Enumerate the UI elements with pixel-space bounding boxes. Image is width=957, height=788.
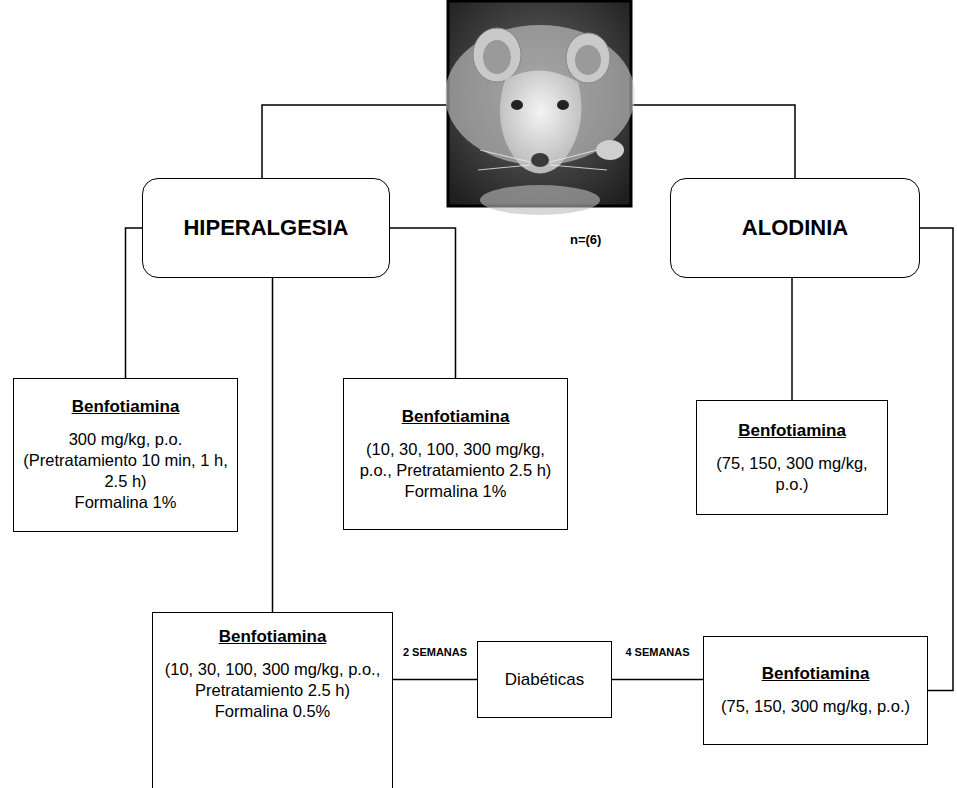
connector: [126, 228, 143, 378]
drug-heading: Benfotiamina: [738, 421, 846, 441]
connector: [920, 228, 953, 691]
category-box: ALODINIA: [670, 178, 920, 278]
treatment-box: Benfotiamina (75, 150, 300 mg/kg, p.o.): [696, 400, 888, 515]
rat-photo: [445, 1, 635, 215]
dose-text: (75, 150, 300 mg/kg, p.o.): [721, 696, 910, 717]
treatment-box: Benfotiamina (10, 30, 100, 300 mg/kg, p.o…: [343, 378, 568, 530]
dose-text: Formalina 0.5%: [215, 701, 331, 722]
connector: [791, 278, 793, 400]
group-label: Diabéticas: [505, 670, 584, 690]
dose-text: Formalina 1%: [75, 492, 177, 513]
sample-size: n=(6): [570, 232, 601, 247]
dose-text: (10, 30, 100, 300 mg/kg, p.o., Pretratam…: [353, 439, 558, 481]
drug-heading: Benfotiamina: [762, 664, 870, 684]
category-box: HIPERALGESIA: [142, 178, 390, 278]
interval-label: 4 SEMANAS: [623, 646, 691, 658]
category-title: ALODINIA: [742, 215, 848, 241]
connector: [272, 278, 274, 612]
category-title: HIPERALGESIA: [183, 215, 348, 241]
connector: [393, 679, 477, 681]
dose-text: (75, 150, 300 mg/kg, p.o.): [706, 453, 878, 495]
treatment-box: Benfotiamina (75, 150, 300 mg/kg, p.o.): [703, 636, 928, 745]
drug-heading: Benfotiamina: [402, 407, 510, 427]
dose-text: 300 mg/kg, p.o. (Pretratamiento 10 min, …: [23, 429, 228, 492]
dose-text: Formalina 1%: [405, 481, 507, 502]
dose-text: (10, 30, 100, 300 mg/kg, p.o., Pretratam…: [162, 659, 383, 701]
group-box: Diabéticas: [477, 641, 612, 718]
drug-heading: Benfotiamina: [72, 397, 180, 417]
interval-label: 2 SEMANAS: [401, 646, 469, 658]
treatment-box: Benfotiamina 300 mg/kg, p.o. (Pretratamie…: [13, 378, 238, 532]
connector: [612, 679, 703, 681]
treatment-box: Benfotiamina (10, 30, 100, 300 mg/kg, p.o…: [152, 612, 393, 788]
drug-heading: Benfotiamina: [219, 627, 327, 647]
connector: [390, 228, 456, 378]
